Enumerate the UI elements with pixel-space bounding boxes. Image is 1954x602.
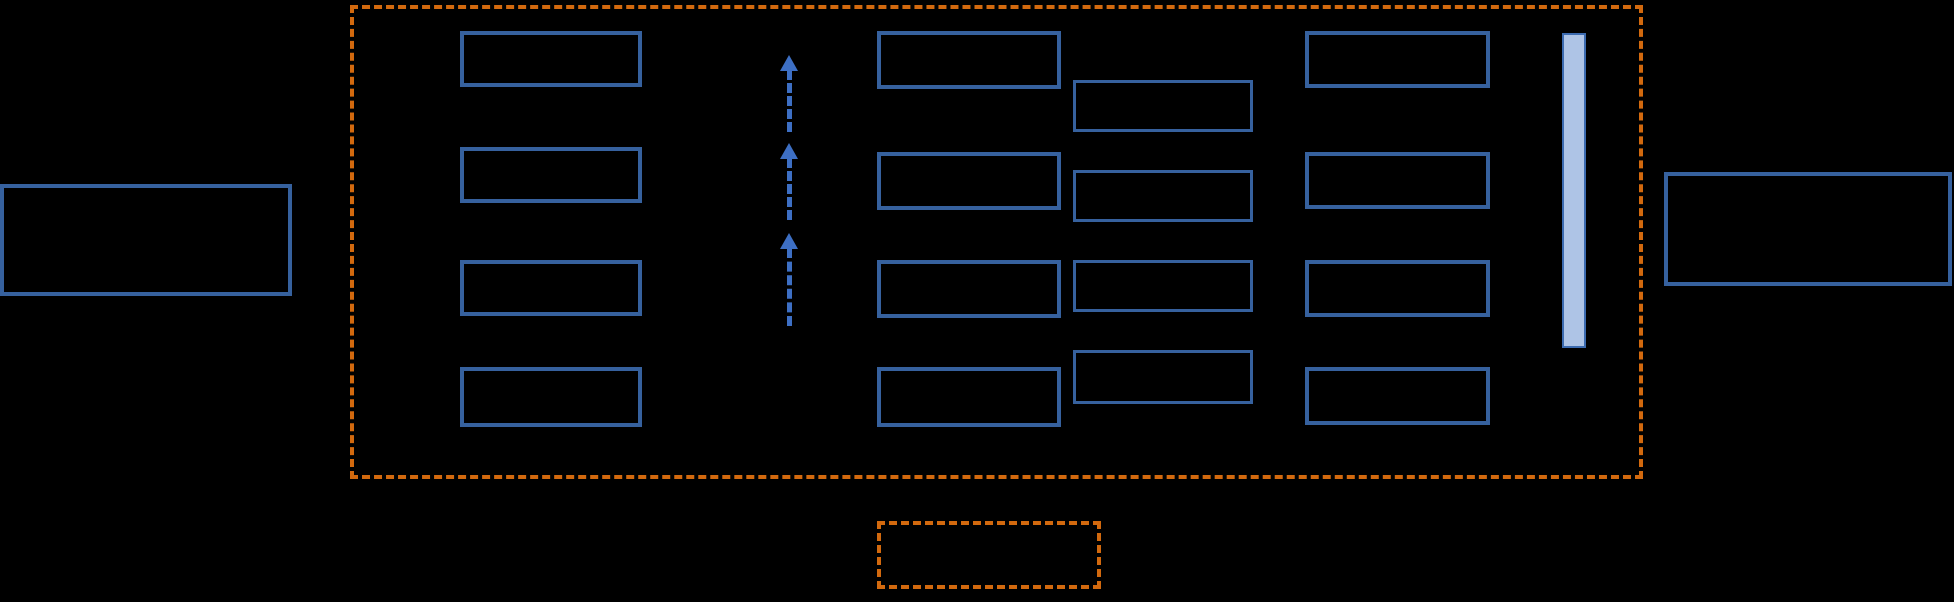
column-4-block-4[interactable] xyxy=(1305,367,1490,425)
column-3-block-3[interactable] xyxy=(1073,260,1253,312)
column-4-block-1[interactable] xyxy=(1305,31,1490,88)
column-1-block-3[interactable] xyxy=(460,260,642,316)
arrowhead-up-icon xyxy=(780,55,798,71)
arrow-shaft xyxy=(787,158,792,220)
column-3-block-4[interactable] xyxy=(1073,350,1253,404)
legend-dashed-group xyxy=(877,521,1101,589)
arrowhead-up-icon xyxy=(780,143,798,159)
main-dashed-group xyxy=(350,5,1643,479)
vertical-progress-bar[interactable] xyxy=(1562,33,1586,348)
column-3-block-1[interactable] xyxy=(1073,80,1253,132)
column-1-block-4[interactable] xyxy=(460,367,642,427)
right-output-block[interactable] xyxy=(1664,172,1952,286)
arrow-shaft xyxy=(787,70,792,132)
arrowhead-up-icon xyxy=(780,233,798,249)
left-input-block[interactable] xyxy=(0,184,292,296)
arrow-shaft xyxy=(787,248,792,326)
column-3-block-2[interactable] xyxy=(1073,170,1253,222)
column-2-block-1[interactable] xyxy=(877,31,1061,89)
column-4-block-2[interactable] xyxy=(1305,152,1490,209)
column-1-block-1[interactable] xyxy=(460,31,642,87)
column-2-block-2[interactable] xyxy=(877,152,1061,210)
column-2-block-3[interactable] xyxy=(877,260,1061,318)
column-4-block-3[interactable] xyxy=(1305,260,1490,317)
column-1-block-2[interactable] xyxy=(460,147,642,203)
column-2-block-4[interactable] xyxy=(877,367,1061,427)
